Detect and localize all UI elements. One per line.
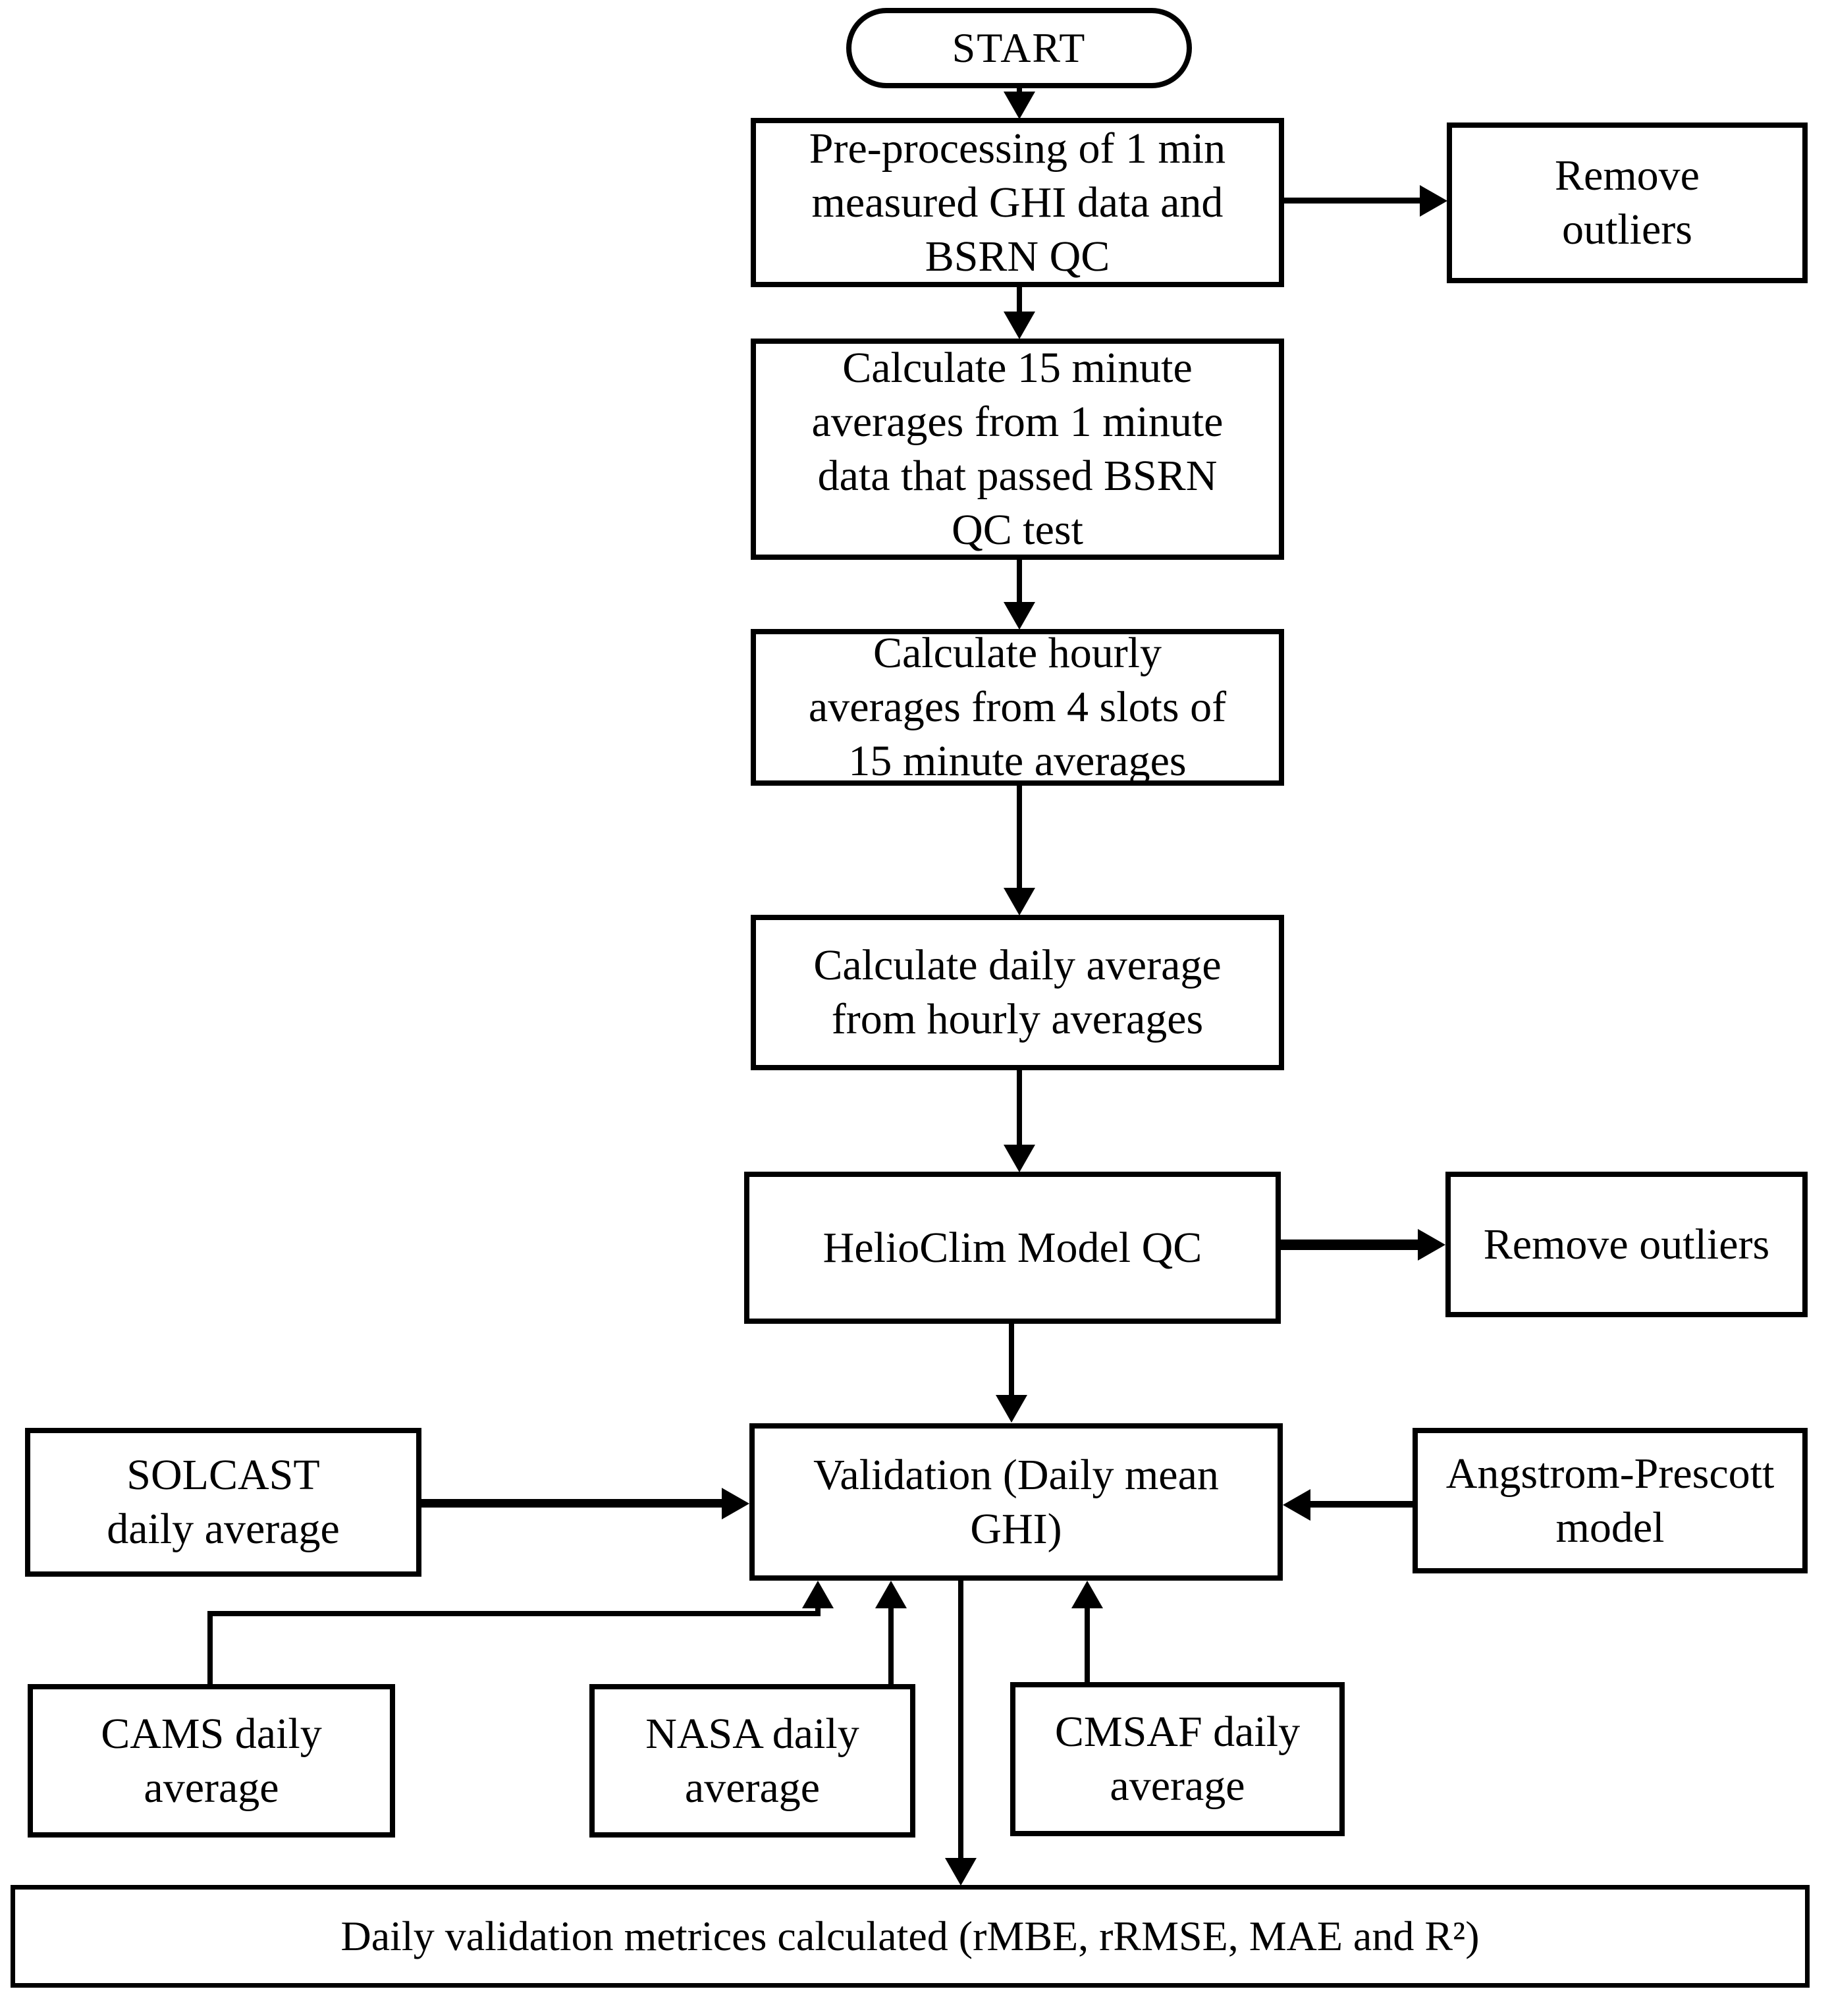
arrowhead-daily-helioclim	[1004, 1145, 1035, 1172]
edge-15min-hourly-line	[1017, 558, 1022, 605]
node-15min-averages: Calculate 15 minute averages from 1 minu…	[751, 339, 1284, 560]
node-cams: CAMS daily average	[28, 1684, 395, 1838]
edge-cams-validation-horiz	[207, 1611, 821, 1616]
node-daily-average: Calculate daily average from hourly aver…	[751, 915, 1284, 1070]
arrowhead-preprocess-15min	[1004, 312, 1035, 339]
arrowhead-cams-validation	[802, 1581, 834, 1608]
node-validation-metrics: Daily validation metrices calculated (rM…	[11, 1885, 1810, 1988]
node-helioclim-qc: HelioClim Model QC	[744, 1172, 1281, 1324]
arrowhead-start-preprocess	[1004, 92, 1035, 119]
edge-preprocess-removeoutliers1-line	[1283, 198, 1421, 204]
edge-cmsaf-validation-line	[1085, 1607, 1090, 1682]
edge-start-preprocess-line	[1017, 83, 1022, 99]
arrowhead-angstrom-validation	[1283, 1489, 1310, 1521]
edge-daily-helioclim-line	[1017, 1069, 1022, 1147]
edge-solcast-validation-line	[420, 1499, 723, 1508]
arrowhead-hourly-daily	[1004, 888, 1035, 915]
arrowhead-helioclim-validation	[996, 1395, 1027, 1423]
node-angstrom-prescott: Angstrom-Prescott model	[1413, 1428, 1808, 1573]
arrowhead-nasa-validation	[875, 1581, 907, 1608]
edge-preprocess-15min-line	[1017, 286, 1022, 313]
arrowhead-validation-metrics	[945, 1858, 977, 1886]
edge-nasa-validation-line	[888, 1607, 894, 1684]
arrowhead-cmsaf-validation	[1071, 1581, 1103, 1608]
node-validation: Validation (Daily mean GHI)	[749, 1423, 1283, 1581]
node-start: START	[846, 8, 1192, 88]
node-hourly-averages: Calculate hourly averages from 4 slots o…	[751, 629, 1284, 786]
node-nasa: NASA daily average	[589, 1684, 915, 1838]
arrowhead-15min-hourly	[1004, 602, 1035, 630]
arrowhead-solcast-validation	[722, 1488, 749, 1519]
node-preprocess: Pre-processing of 1 min measured GHI dat…	[751, 118, 1284, 287]
edge-hourly-daily-line	[1017, 784, 1022, 890]
edge-cams-validation-vert2	[815, 1606, 821, 1615]
node-cmsaf: CMSAF daily average	[1010, 1682, 1345, 1836]
edge-angstrom-validation-line	[1310, 1501, 1414, 1508]
arrowhead-preprocess-removeoutliers1	[1420, 185, 1447, 217]
edge-helioclim-removeoutliers2-line	[1280, 1240, 1419, 1250]
node-remove-outliers-1: Remove outliers	[1447, 123, 1808, 283]
edge-validation-metrics-line	[958, 1581, 963, 1860]
node-remove-outliers-2: Remove outliers	[1445, 1172, 1808, 1317]
node-solcast: SOLCAST daily average	[25, 1428, 421, 1577]
edge-helioclim-validation-line	[1009, 1322, 1014, 1397]
edge-cams-validation-vert1	[207, 1611, 213, 1684]
arrowhead-helioclim-removeoutliers2	[1418, 1229, 1445, 1261]
